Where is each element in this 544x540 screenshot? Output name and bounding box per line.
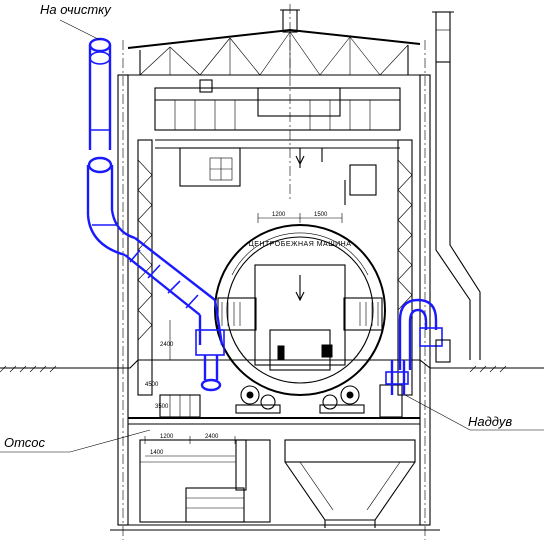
- svg-text:4500: 4500: [145, 382, 159, 388]
- leaders: [0, 19, 544, 453]
- control-cabin: [179, 147, 241, 187]
- label-pressurization: Наддув: [468, 414, 512, 429]
- left-bearing: [217, 297, 257, 331]
- crane-gallery: [154, 79, 401, 205]
- svg-text:1200: 1200: [272, 212, 286, 218]
- hopper: [284, 439, 416, 528]
- label-suction: Отсос: [4, 435, 46, 450]
- svg-text:1500: 1500: [314, 212, 328, 218]
- duct-to-cleaning: [86, 37, 136, 257]
- drum-label: ЦЕНТРОБЕЖНАЯ МАШИНА: [249, 241, 352, 248]
- working-floor: [128, 384, 420, 425]
- svg-text:2400: 2400: [160, 342, 174, 348]
- support-rollers: [235, 385, 365, 414]
- right-bearing: [343, 297, 383, 331]
- duct-diagonal: [124, 237, 225, 392]
- dimension-top: 1200 1500: [257, 212, 343, 223]
- svg-text:1400: 1400: [150, 450, 164, 456]
- drum-core: [254, 264, 346, 366]
- label-to-cleaning: На очистку: [40, 2, 112, 17]
- duct-pressurization: [385, 298, 451, 395]
- roof-truss: [127, 4, 421, 200]
- drum: ЦЕНТРОБЕЖНАЯ МАШИНА: [214, 224, 386, 414]
- crane-cabin: [257, 87, 341, 117]
- svg-text:2400: 2400: [205, 434, 219, 440]
- svg-text:1200: 1200: [160, 434, 174, 440]
- svg-text:3500: 3500: [155, 404, 169, 410]
- exhaust-stack: [432, 11, 481, 360]
- building-walls: [110, 40, 440, 540]
- dimension-lower: 1200 2400 1400 2400 4500 3500: [144, 320, 236, 457]
